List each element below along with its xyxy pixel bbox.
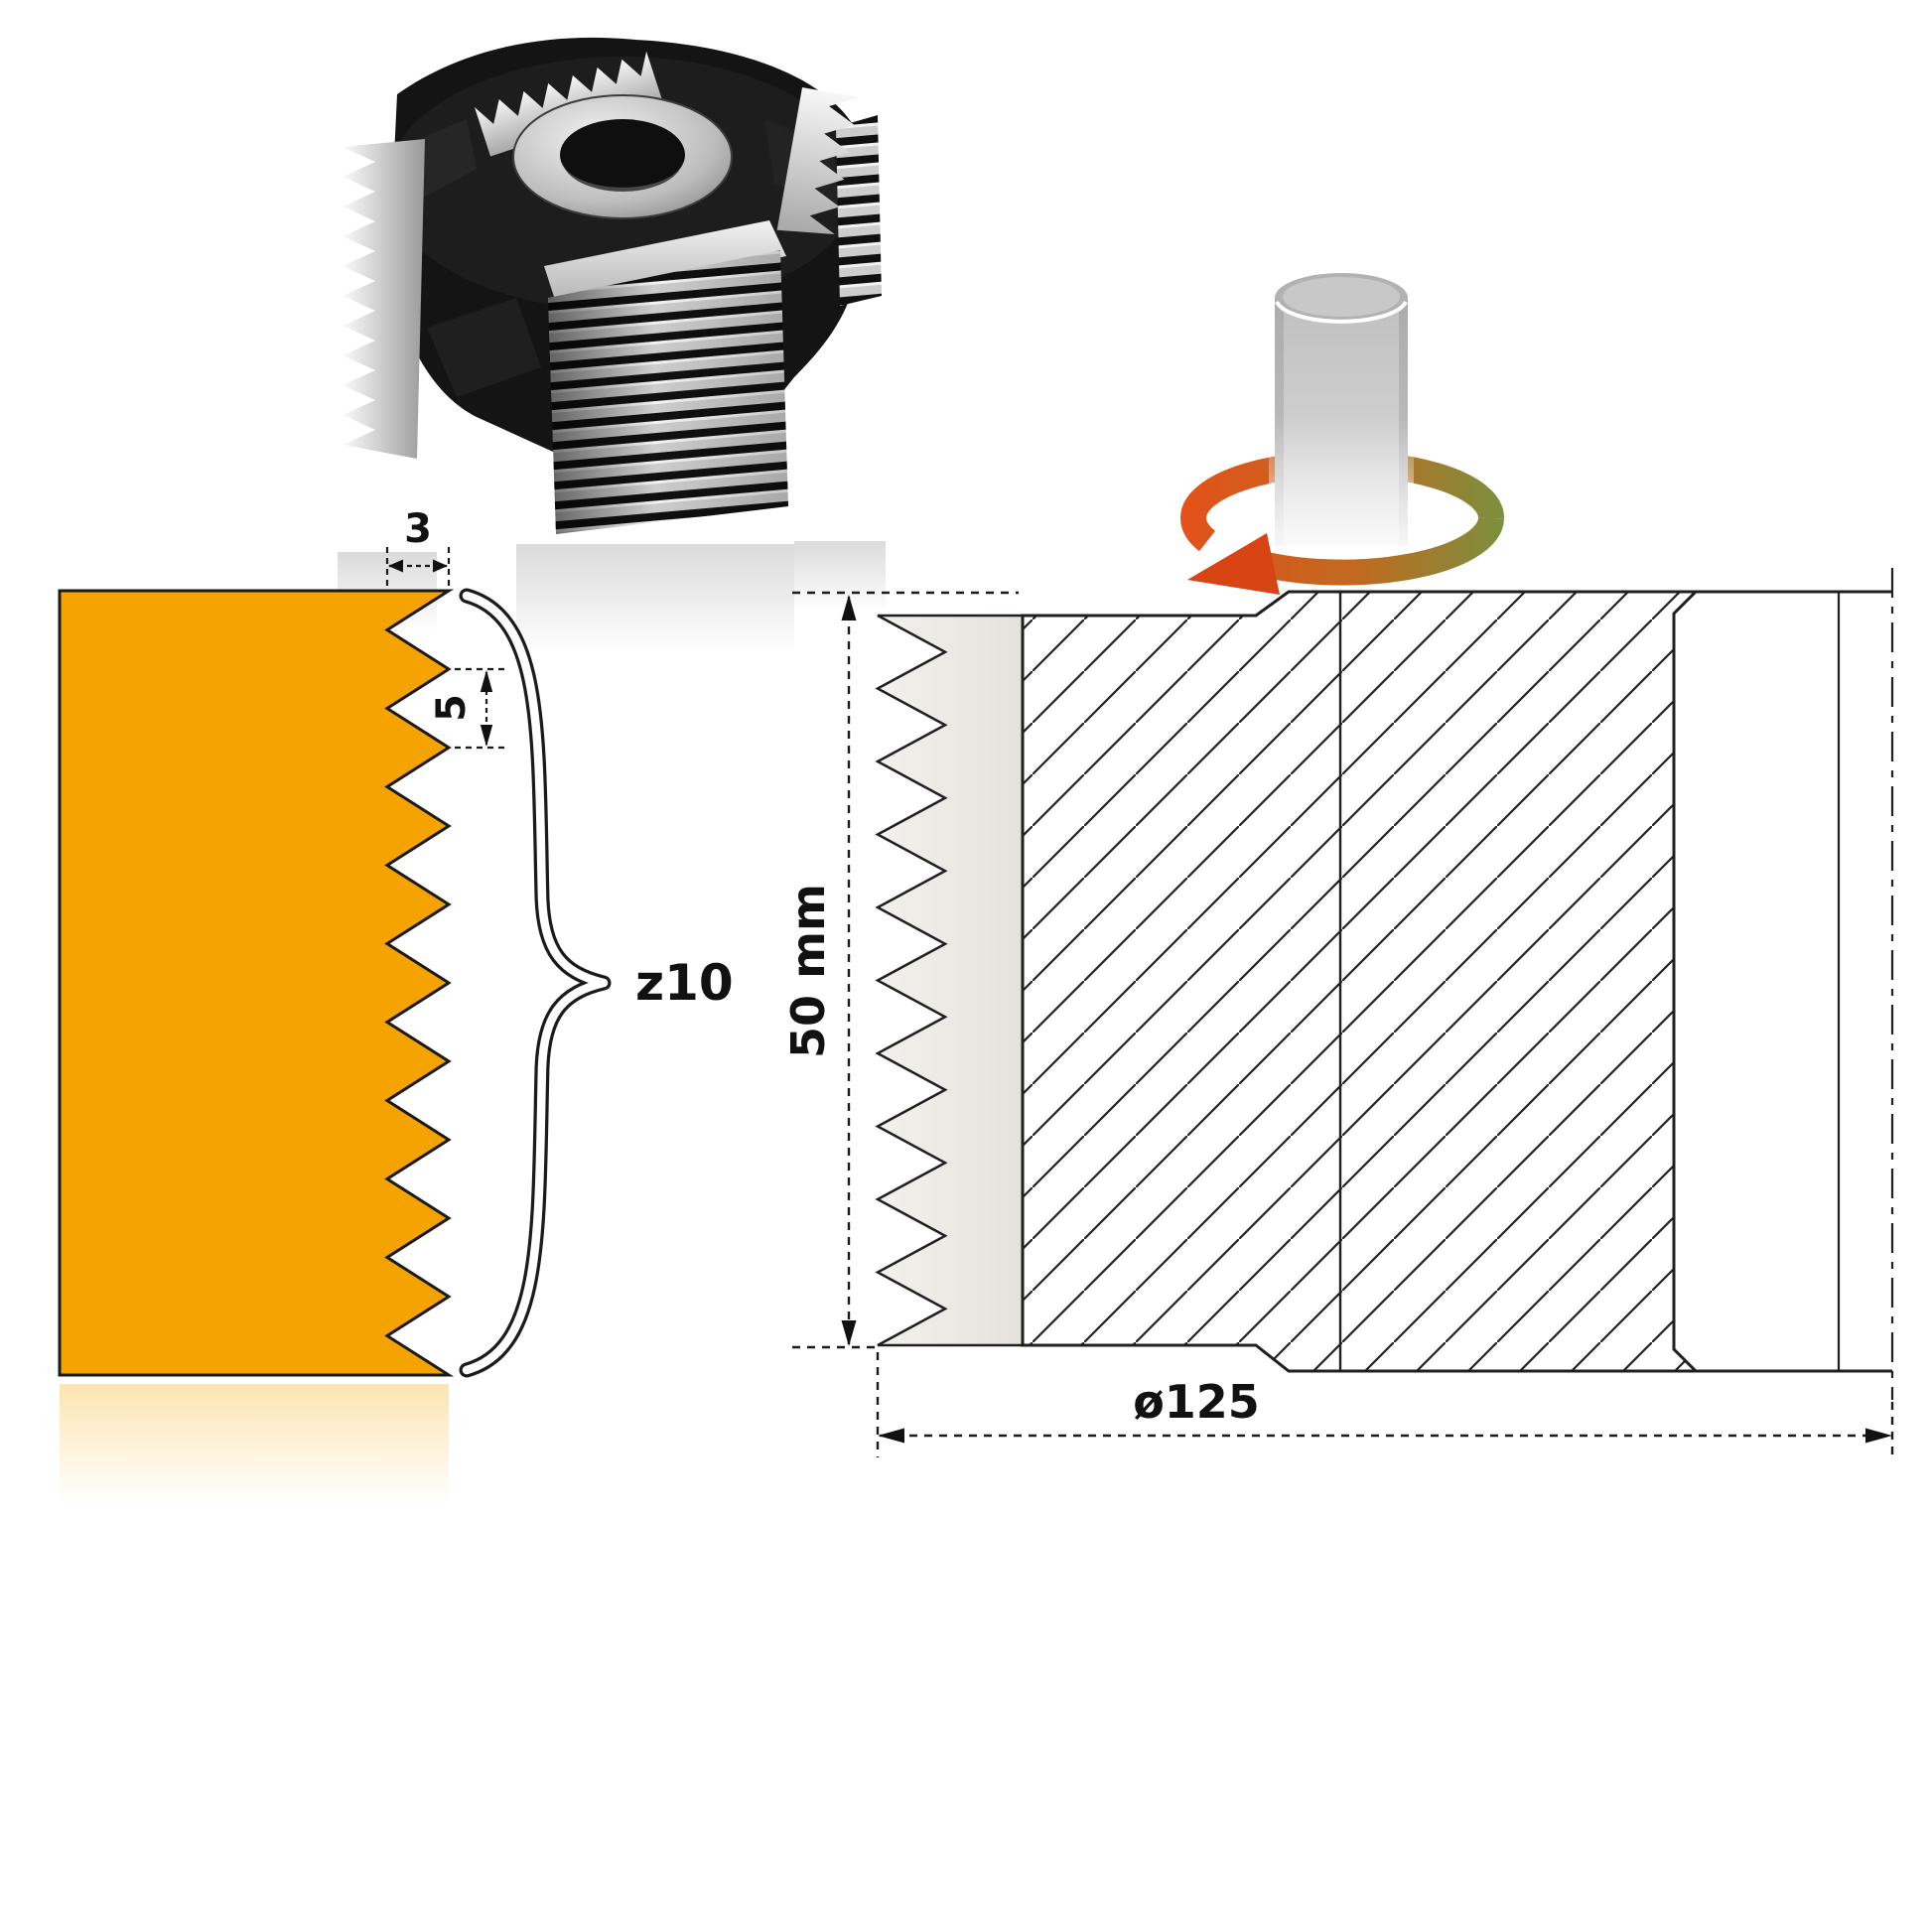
spindle-cylinder bbox=[1180, 273, 1505, 595]
arrowhead bbox=[1865, 1428, 1892, 1444]
cross-section-drawing: 50 mm ø125 bbox=[781, 568, 1894, 1457]
serrated-plate bbox=[875, 614, 1025, 1347]
teeth-count-brace-icon bbox=[459, 588, 612, 1378]
bore-ring-edge bbox=[512, 94, 733, 219]
tooth-profile-diagram: 3 5 z10 bbox=[58, 506, 734, 1503]
tooth-profile-shape bbox=[58, 589, 455, 1377]
profile-reflection bbox=[60, 1384, 449, 1503]
cutter-photo bbox=[343, 37, 882, 534]
photo-reflection bbox=[794, 541, 886, 611]
left-serrated-blade bbox=[343, 139, 425, 459]
rotation-arrow-front bbox=[1247, 516, 1504, 586]
body-hatch bbox=[1021, 590, 1700, 1373]
arrowhead bbox=[433, 559, 448, 573]
arrowhead bbox=[480, 670, 493, 692]
dimension-diameter bbox=[876, 1352, 1894, 1457]
diameter-label: ø125 bbox=[1133, 1375, 1260, 1429]
rotation-arrow-head bbox=[1187, 533, 1280, 595]
rotation-arrow-icon bbox=[1187, 516, 1504, 595]
arrowhead bbox=[841, 595, 857, 621]
cutter-facet bbox=[427, 298, 541, 397]
height-label: 50 mm bbox=[781, 884, 835, 1058]
cylinder-fade bbox=[1269, 417, 1414, 566]
photo-reflection bbox=[516, 544, 794, 653]
blade-chamfer-wedge bbox=[544, 220, 786, 303]
cylinder-top-inner bbox=[1283, 277, 1400, 317]
right-serration-stack bbox=[836, 115, 882, 306]
cylinder-rim-glint bbox=[1275, 300, 1408, 324]
teeth-count-label: z10 bbox=[635, 954, 734, 1012]
tooth-depth-label: 3 bbox=[404, 506, 432, 552]
tooth-pitch-label: 5 bbox=[429, 694, 475, 722]
arrowhead bbox=[388, 559, 403, 573]
right-serrated-blade bbox=[776, 87, 860, 234]
bore-hole bbox=[560, 119, 685, 191]
brace-inner bbox=[462, 591, 609, 1375]
arrowhead bbox=[480, 725, 493, 747]
dimension-height bbox=[792, 591, 1019, 1349]
front-serration-shade bbox=[548, 250, 788, 534]
arrowhead bbox=[841, 1320, 857, 1346]
arrowhead bbox=[878, 1428, 904, 1444]
